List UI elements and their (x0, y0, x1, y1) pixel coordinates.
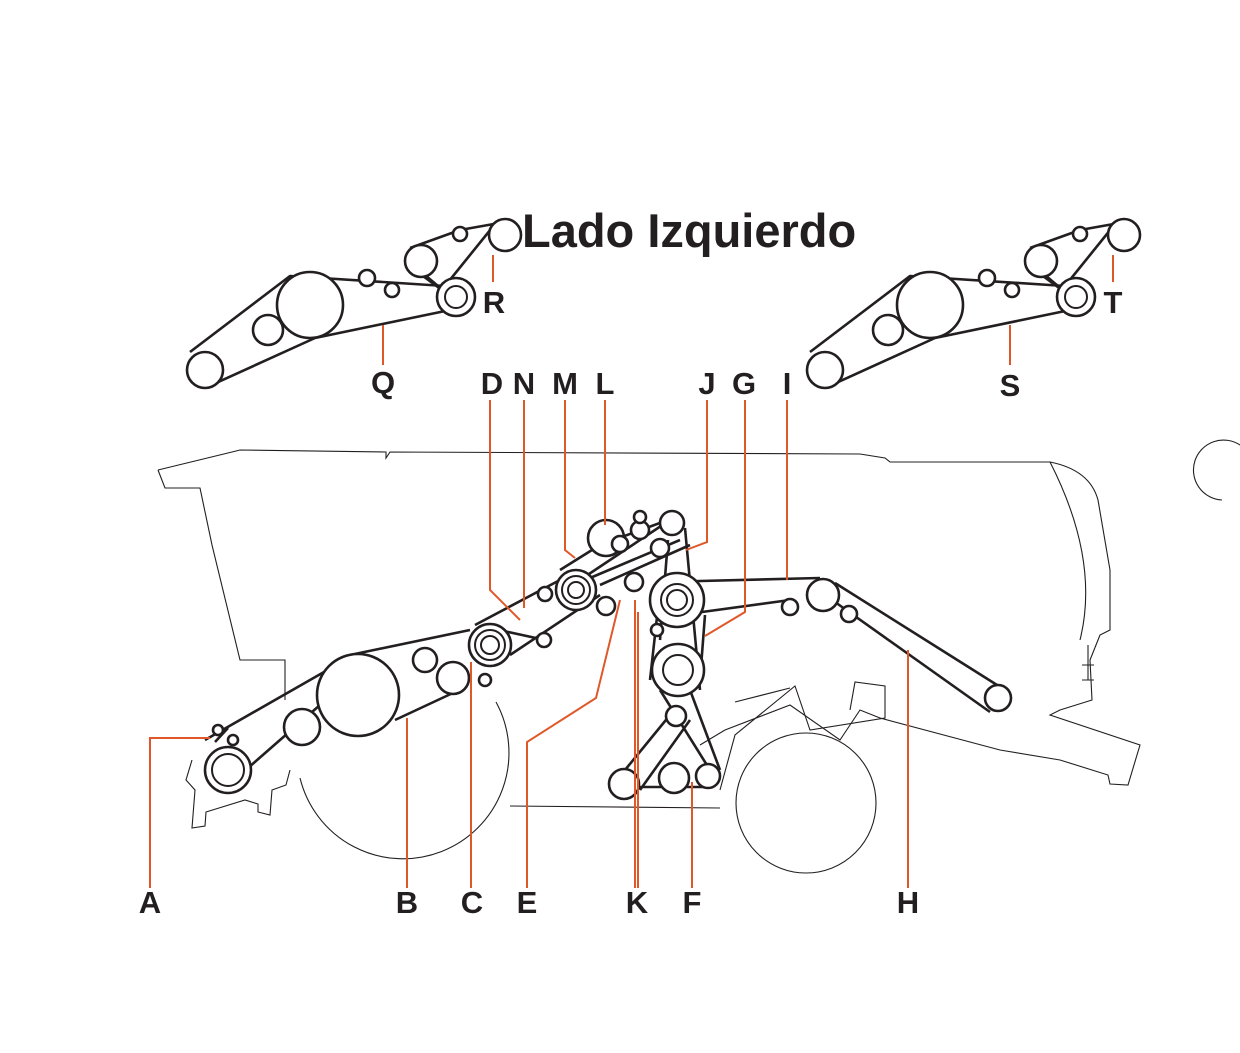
labels: Q R S T D N M L J G I A B C E K F H (139, 285, 1123, 920)
pulley-q-idler (251, 313, 285, 347)
pulley-f-right (694, 762, 722, 790)
pulley-a-idler (226, 733, 240, 747)
label-a: A (139, 885, 161, 920)
pulley-r-left (403, 243, 439, 279)
pulley-h-idler (839, 604, 859, 624)
pulley-s-idler (871, 313, 905, 347)
label-k: K (626, 885, 649, 920)
leader-a (149, 737, 210, 888)
label-m: M (552, 366, 578, 401)
label-q: Q (371, 365, 395, 400)
harvester-body-outline (157, 439, 1240, 874)
pulley-c-small (477, 672, 493, 688)
main-belt-system (204, 518, 1006, 791)
label-i: I (783, 366, 792, 401)
pulley-s-small-a (977, 268, 997, 288)
pulley-h-rear (983, 683, 1013, 713)
pulley-t-small (1071, 225, 1089, 243)
pulley-f-idler (664, 704, 688, 728)
label-s: S (1000, 368, 1021, 403)
pulley-j-top (658, 509, 686, 537)
pulley-b-small (411, 646, 439, 674)
pulley-q-left (185, 350, 225, 390)
pulley-l-small (610, 534, 630, 554)
leader-d (489, 400, 521, 621)
pulley-b-main (315, 652, 401, 738)
leader-lines (149, 255, 1114, 888)
belt-group-top-left (185, 217, 523, 390)
label-b: B (396, 885, 418, 920)
pulley-q-small-a (357, 268, 377, 288)
pulley-q-main (275, 270, 345, 340)
label-f: F (683, 885, 702, 920)
pulley-e-small (595, 595, 617, 617)
pulley-i-idler (780, 597, 800, 617)
pulley-b-idler (282, 707, 322, 747)
label-h: H (897, 885, 919, 920)
pulley-q-small-b (383, 281, 401, 299)
leader-j (685, 400, 708, 551)
leader-m (564, 400, 576, 559)
pulley-k-small (649, 622, 665, 638)
pulley-n-idler (535, 631, 553, 649)
leader-e (526, 599, 621, 888)
label-r: R (483, 285, 505, 320)
pulley-f-mid (657, 761, 691, 795)
label-l: L (596, 366, 615, 401)
pulley-s-small-b (1003, 281, 1021, 299)
pulley-e-idler (623, 571, 645, 593)
label-c: C (461, 885, 483, 920)
pulley-r-main (435, 276, 477, 318)
pulley-t-top (1106, 217, 1142, 253)
main-pulleys (203, 509, 1013, 801)
pulley-r-top (487, 217, 523, 253)
leader-g (704, 400, 746, 637)
diagram-title: Lado Izquierdo (522, 204, 856, 257)
pulley-j-idler (649, 537, 671, 559)
pulley-c-idler (435, 660, 471, 696)
label-d: D (481, 366, 503, 401)
pulley-t-left (1023, 243, 1059, 279)
pulley-a-tensioner (211, 723, 225, 737)
pulley-k-main (650, 642, 706, 698)
pulley-d-small (536, 585, 554, 603)
pulley-r-small (451, 225, 469, 243)
belt-group-top-right (805, 217, 1142, 390)
label-g: G (732, 366, 756, 401)
label-t: T (1104, 285, 1123, 320)
pulley-s-main (895, 270, 965, 340)
pulley-t-main (1055, 276, 1097, 318)
label-j: J (698, 366, 715, 401)
label-n: N (513, 366, 535, 401)
label-e: E (517, 885, 538, 920)
pulley-l-top (632, 509, 648, 525)
pulley-h-main (805, 577, 841, 613)
pulley-g-main (648, 571, 706, 629)
pulley-s-left (805, 350, 845, 390)
